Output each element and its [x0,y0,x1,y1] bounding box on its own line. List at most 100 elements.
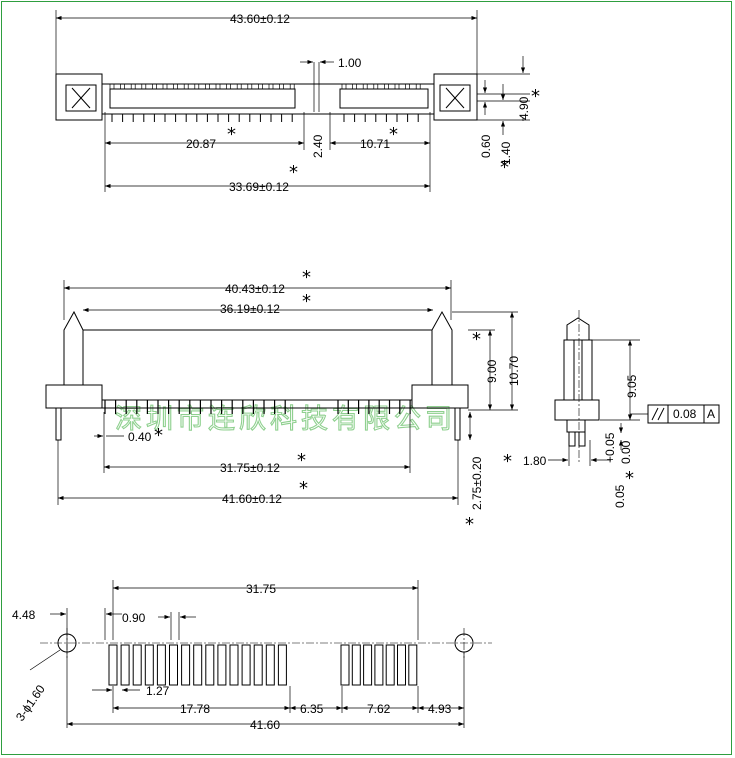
footprint-pad [217,644,227,686]
dim-fp-edge: 4.48 [12,608,36,622]
footprint-pad [144,644,154,686]
star-front-pin-span: * [297,450,306,471]
dim-front-tail: 2.75±0.20 [470,456,484,510]
footprint-pad [120,644,130,686]
footprint-pad [374,644,384,686]
dim-top-height: 4.90 [517,96,531,120]
top-pin-head [394,83,400,90]
dim-front-height-a: 9.00 [485,359,499,383]
dim-top-right-span: 10.71 [360,137,390,151]
top-pin-head [268,83,274,90]
footprint-pad [108,644,118,686]
star-top-left-span: * [227,124,236,145]
top-pin-head [226,83,231,90]
top-pin-head [152,83,157,90]
dim-top-body: 33.69±0.12 [229,180,289,194]
footprint-pad [241,644,251,686]
dim-fp-right-group: 7.62 [367,702,391,716]
top-pin-head [352,83,357,90]
dim-fp-hole: 3-ϕ1.60 [13,682,48,724]
top-pin-head [405,83,410,90]
footprint-pad [169,644,178,686]
dim-fp-pitch-x: 0.90 [122,611,146,625]
footprint-pad [181,644,191,686]
top-view: 43.60±0.12 1.00 20.87 * 2.40 10.71 * 33.… [55,10,540,194]
footprint-pad [385,644,395,686]
star-front-overall: * [299,478,308,499]
footprint-pad [132,644,142,686]
footprint-pad [340,644,350,686]
top-view-pins [109,83,421,122]
top-pin-head [258,83,263,90]
star-top-offset-b: * [500,157,509,178]
dim-top-offset-b: 1.40 [499,141,513,165]
dim-front-height-b: 10.70 [507,356,521,386]
footprint-pad [408,644,418,686]
tol-plus: +0.05 [603,432,617,463]
dim-front-pin-span: 31.75±0.12 [220,461,280,475]
dim-front-outer: 40.43±0.12 [225,282,285,296]
front-view-pins [104,400,411,414]
dim-top-gap: 2.40 [311,134,325,158]
star-top-height: * [531,86,540,107]
tolerance-datum: A [707,407,715,421]
dim-fp-right-edge: 4.93 [428,702,452,716]
star-front-pin: * [154,425,163,446]
dim-side-height: 9.05 [625,374,639,398]
dim-side-width: 1.80 [523,454,547,468]
footprint-pad [253,644,263,686]
top-pin-head [130,83,136,90]
star-front-outer: * [302,267,311,288]
front-view: 40.43±0.12 * 36.19±0.12 * 9.00 * 10.70 0… [45,267,521,535]
top-pin-head [384,83,389,90]
footprint-pads [108,644,418,686]
top-pin-head [120,83,125,90]
star-front-tail: * [465,514,474,535]
tol-zero: 0.00 [619,440,633,464]
tol-base: 0.05 [613,484,627,508]
top-pin-head [362,83,368,90]
dim-top-pitch-gap: 1.00 [338,56,362,70]
footprint-view: 31.75 4.48 0.90 3-ϕ1.60 1.27 17.78 6.35 … [12,580,492,732]
top-pin-head [194,83,200,90]
top-pin-head [141,83,147,90]
footprint-pad [397,644,406,686]
top-pin-head [215,83,221,90]
top-pin-head [205,83,210,90]
top-pin-head [341,83,347,90]
top-pin-head [162,83,168,90]
footprint-pad [363,644,373,686]
watermark-text: 深圳市连欣科技有限公司 [115,404,456,435]
top-pin-head [279,83,284,90]
top-pin-head [109,83,115,90]
footprint-pad [277,644,287,686]
footprint-pad [351,644,361,686]
dim-top-left-span: 20.87 [186,137,216,151]
footprint-pad [205,644,215,686]
dim-fp-gap: 6.35 [300,702,324,716]
dim-fp-span: 31.75 [246,582,276,596]
footprint-pad [193,644,203,686]
dim-front-overall: 41.60±0.12 [222,492,282,506]
dim-fp-left-group: 17.78 [180,702,210,716]
footprint-pad [229,644,239,686]
star-side-tol: * [625,468,634,489]
top-pin-head [415,83,421,90]
top-pin-head [183,83,189,90]
star-top-right-span: * [389,124,398,145]
tolerance-value: 0.08 [673,407,697,421]
star-front-inner: * [302,291,311,312]
dim-front-pin: 0.40 [128,430,152,444]
dim-top-overall: 43.60±0.12 [230,12,290,26]
star-front-height-a: * [472,329,481,350]
top-pin-head [373,83,379,90]
dim-fp-overall: 41.60 [250,718,280,732]
dim-front-inner: 36.19±0.12 [220,302,280,316]
top-pin-head [289,83,295,90]
side-view: 9.05 0.08 A 1.80 * +0.05 0.00 0.05 * [503,310,720,508]
footprint-pad [156,644,166,686]
top-pin-head [247,83,253,90]
